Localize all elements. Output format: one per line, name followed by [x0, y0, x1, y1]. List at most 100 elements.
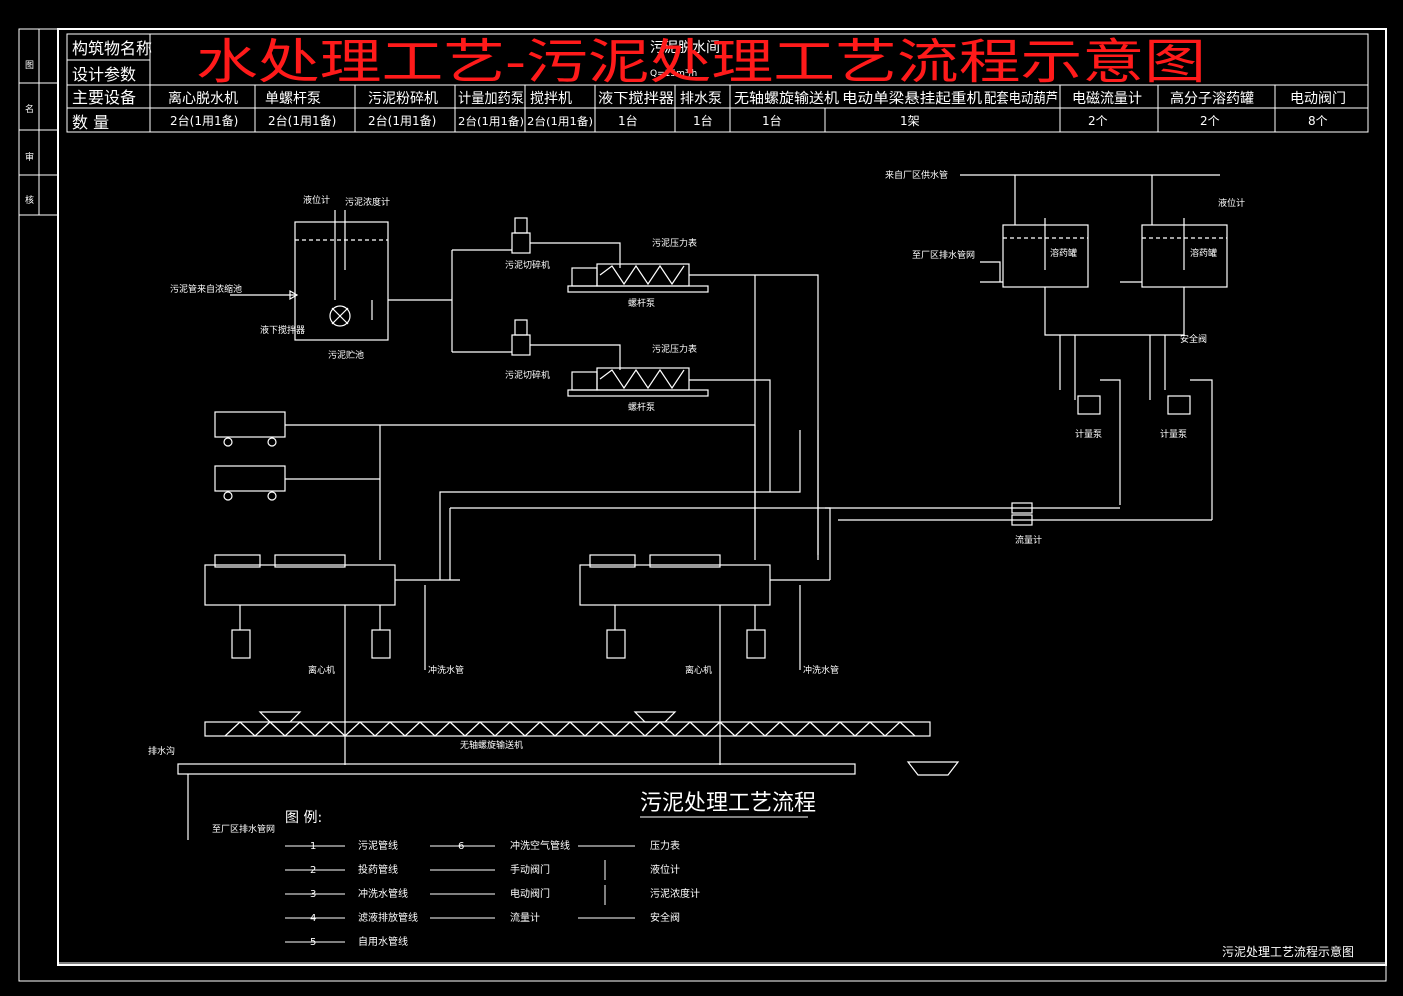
legend-title: 图 例: — [285, 810, 322, 826]
stamp-3: 核 — [25, 194, 34, 206]
label-safety-valve: 安全阀 — [1180, 333, 1207, 345]
legend-label-level-meter: 液位计 — [650, 863, 680, 876]
qty-10: 2个 — [1200, 114, 1220, 128]
label-grinder-2: 污泥切碎机 — [505, 369, 550, 381]
row-label-structure: 构筑物名称 — [72, 39, 152, 58]
label-sludge-tank: 污泥贮池 — [328, 349, 364, 361]
legend-label-2: 投药管线 — [358, 863, 398, 876]
label-flush-pipe-1: 冲洗水管 — [428, 664, 464, 676]
flowmeter-icon — [1011, 502, 1033, 514]
legend-num-6: 6 — [458, 841, 464, 852]
equip-5: 液下搅拌器 — [598, 91, 674, 107]
legend-label-1: 污泥管线 — [358, 839, 398, 852]
diagram-labels: 液位计 污泥浓度计 污泥管来自浓缩池 液下搅拌器 污泥贮池 污泥切碎机 污泥切碎… — [148, 169, 1245, 835]
label-flush-pipe-2: 冲洗水管 — [803, 664, 839, 676]
qty-8: 1架 — [900, 114, 920, 128]
qty-5: 1台 — [618, 113, 638, 128]
process-title: 污泥处理工艺流程 — [640, 791, 816, 816]
qty-9: 2个 — [1088, 114, 1108, 128]
legend-num-4: 4 — [310, 913, 316, 924]
label-dosing-tank-1: 溶药罐 — [1050, 247, 1077, 259]
row-label-equipment: 主要设备 — [72, 88, 136, 107]
legend-label-safety-valve: 安全阀 — [650, 911, 680, 924]
legend-label-flowmeter: 流量计 — [510, 911, 540, 924]
inner-border — [57, 28, 1387, 966]
label-level-meter-2: 液位计 — [1218, 197, 1245, 209]
label-submersible-mixer: 液下搅拌器 — [260, 324, 305, 336]
qty-6: 1台 — [693, 113, 713, 128]
equip-7: 无轴螺旋输送机 — [734, 91, 839, 107]
legend-num-5: 5 — [310, 937, 316, 948]
qty-7: 1台 — [762, 113, 782, 128]
outer-border — [18, 28, 1387, 982]
legend: 图 例: 1 2 3 4 5 6 污泥管线 投药管线 冲洗水管线 滤液排放管线 … — [285, 810, 700, 948]
equip-1: 单螺杆泵 — [265, 91, 321, 107]
label-centrifuge-2: 离心机 — [685, 664, 712, 676]
label-drain-to-plant: 至厂区排水管网 — [912, 249, 975, 261]
label-screw-pump-1: 螺杆泵 — [628, 297, 655, 309]
stamp-1: 名 — [25, 103, 34, 115]
label-grinder-1: 污泥切碎机 — [505, 259, 550, 271]
equip-6: 排水泵 — [680, 91, 722, 107]
legend-num-2: 2 — [310, 865, 316, 876]
legend-label-5: 自用水管线 — [358, 935, 408, 948]
equip-9: 配套电动葫芦 — [984, 91, 1058, 107]
label-sludge-conc-meter: 污泥浓度计 — [345, 196, 390, 208]
qty-2: 2台(1用1备) — [368, 113, 436, 128]
main-title: 水处理工艺-污泥处理工艺流程示意图 — [196, 34, 1206, 90]
legend-label-pressure-gauge: 压力表 — [650, 839, 680, 852]
equip-10: 电磁流量计 — [1072, 91, 1142, 107]
label-pressure-2: 污泥压力表 — [652, 343, 697, 355]
legend-num-3: 3 — [310, 889, 316, 900]
centrifuge-2 — [579, 564, 771, 606]
equip-8: 电动单梁悬挂起重机 — [842, 91, 982, 107]
equip-4: 搅拌机 — [530, 91, 572, 107]
structure-name: 污泥脱水间 — [650, 40, 720, 56]
legend-num-1: 1 — [310, 841, 316, 852]
label-water-supply: 来自厂区供水管 — [885, 169, 948, 181]
legend-label-electric-valve: 电动阀门 — [510, 887, 550, 900]
qty-1: 2台(1用1备) — [268, 113, 336, 128]
process-lines — [177, 174, 1228, 840]
legend-label-6: 冲洗空气管线 — [510, 839, 570, 852]
label-drain-pipe: 至厂区排水管网 — [212, 823, 275, 835]
screw-conveyor — [204, 721, 931, 737]
design-param: Q=15m³/h — [650, 69, 697, 79]
qty-4: 2台(1用1备) — [527, 114, 593, 128]
equipment-row: 离心脱水机 单螺杆泵 污泥粉碎机 计量加药泵 搅拌机 液下搅拌器 排水泵 无轴螺… — [168, 90, 1346, 107]
label-dosing-tank-2: 溶药罐 — [1190, 247, 1217, 259]
label-conveyor: 无轴螺旋输送机 — [460, 739, 523, 751]
equip-12: 电动阀门 — [1290, 91, 1346, 107]
equipment-table — [66, 33, 1369, 133]
quantity-row: 2台(1用1备) 2台(1用1备) 2台(1用1备) 2台(1用1备) 2台(1… — [170, 113, 1328, 128]
legend-label-4: 滤液排放管线 — [358, 911, 418, 924]
label-drain-trench: 排水沟 — [148, 745, 175, 757]
qty-11: 8个 — [1308, 114, 1328, 128]
equip-3: 计量加药泵 — [458, 91, 524, 107]
legend-label-3: 冲洗水管线 — [358, 887, 408, 900]
qty-3: 2台(1用1备) — [458, 114, 524, 128]
equip-0: 离心脱水机 — [168, 90, 238, 107]
label-centrifuge-1: 离心机 — [308, 664, 335, 676]
stamp-2: 审 — [25, 151, 34, 163]
label-level-meter: 液位计 — [303, 194, 330, 206]
label-metering-pump-1: 计量泵 — [1075, 428, 1102, 440]
label-inlet-pipe: 污泥管来自浓缩池 — [170, 283, 242, 295]
legend-label-sludge-meter: 污泥浓度计 — [650, 887, 700, 900]
label-flowmeter: 流量计 — [1015, 534, 1042, 546]
side-stamp-column: 图 名 审 核 — [19, 29, 58, 216]
sludge-tank — [294, 221, 389, 341]
footer-title: 污泥处理工艺流程示意图 — [1222, 944, 1354, 959]
label-pressure-1: 污泥压力表 — [652, 237, 697, 249]
qty-0: 2台(1用1备) — [170, 113, 238, 128]
legend-label-manual-valve: 手动阀门 — [510, 863, 550, 876]
drain-trench — [177, 763, 856, 775]
equip-11: 高分子溶药罐 — [1170, 90, 1254, 107]
submersible-mixer-icon — [329, 305, 351, 327]
centrifuge-1 — [204, 564, 396, 606]
row-label-quantity: 数 量 — [72, 113, 109, 132]
label-metering-pump-2: 计量泵 — [1160, 428, 1187, 440]
label-screw-pump-2: 螺杆泵 — [628, 401, 655, 413]
row-label-design: 设计参数 — [72, 65, 136, 84]
